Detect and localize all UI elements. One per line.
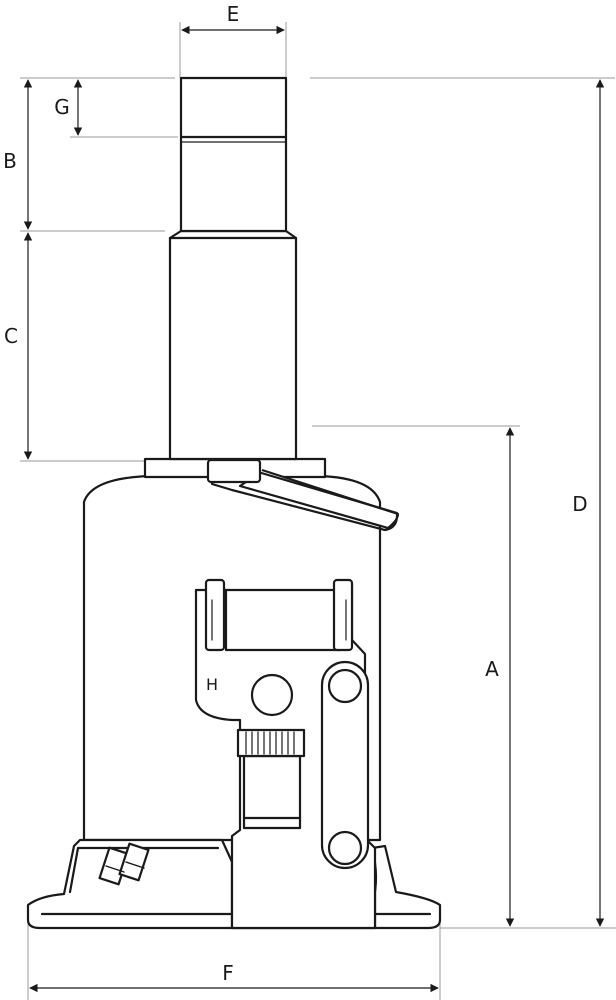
label-h: H: [206, 675, 218, 694]
jack-body: [26, 76, 442, 930]
pivot-knob: [250, 673, 294, 717]
dimension-labels: E G B C A D F H: [3, 2, 588, 985]
label-b: B: [3, 149, 17, 173]
base-left: [26, 838, 234, 930]
extension-lines: [20, 22, 616, 1000]
dimension-arrows: [23, 25, 605, 993]
lever-link: [320, 660, 370, 870]
label-a: A: [485, 657, 499, 681]
knurled-ring: [236, 728, 306, 758]
label-f: F: [222, 961, 234, 985]
label-e: E: [227, 2, 240, 26]
extension-screw: [179, 76, 288, 233]
label-c: C: [4, 324, 18, 348]
label-d: D: [572, 492, 587, 516]
knurl-lines: [245, 731, 295, 755]
ram: [168, 236, 298, 461]
plunger: [242, 754, 302, 830]
label-g: G: [54, 95, 70, 119]
release-valve: [98, 842, 150, 886]
